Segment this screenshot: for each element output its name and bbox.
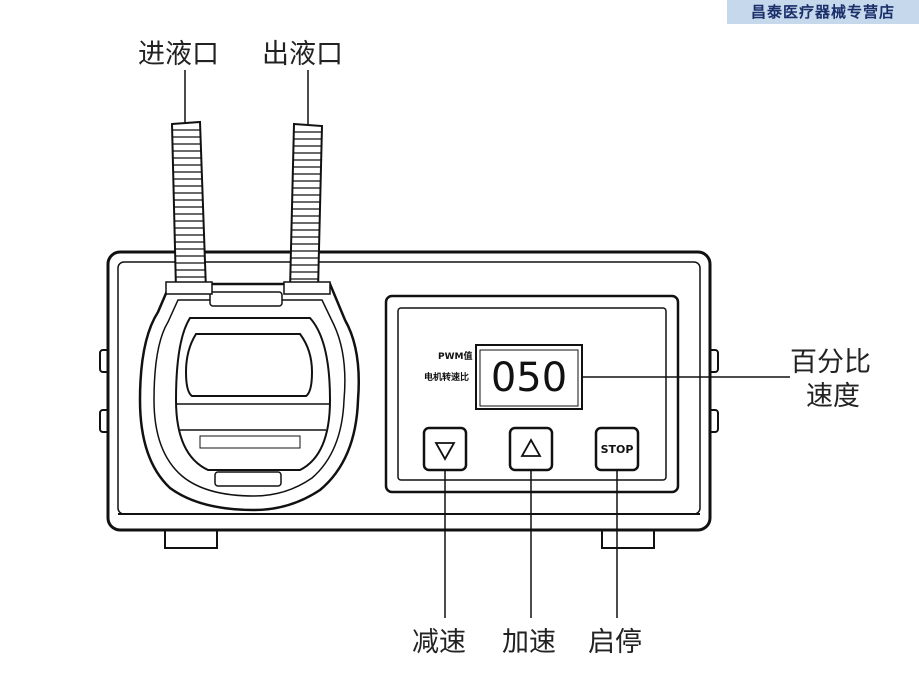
decelerate-button[interactable] [422, 426, 468, 472]
pwm-label: PWM值 [438, 352, 473, 362]
up-triangle-icon [520, 438, 542, 457]
outlet-tube [288, 122, 324, 291]
decelerate-label: 减速 [412, 627, 466, 658]
display-frame [475, 344, 583, 410]
start-stop-label: 启停 [588, 627, 642, 658]
watermark: 昌泰医疗器械专营店 [727, 0, 919, 24]
motor-ratio-label: 电机转速比 [424, 373, 470, 383]
accelerate-label: 加速 [502, 627, 556, 658]
down-triangle-icon [434, 442, 456, 461]
outlet-label: 出液口 [262, 39, 343, 70]
accelerate-button[interactable] [508, 426, 554, 472]
display-value: 050 [490, 355, 568, 401]
stop-button-label: STOP [600, 443, 634, 456]
speed-label-line2: 速度 [806, 381, 860, 412]
inlet-tube [170, 120, 208, 291]
speed-label-line1: 百分比 [790, 347, 871, 378]
pump-head [138, 282, 361, 512]
inlet-label: 进液口 [138, 39, 219, 70]
